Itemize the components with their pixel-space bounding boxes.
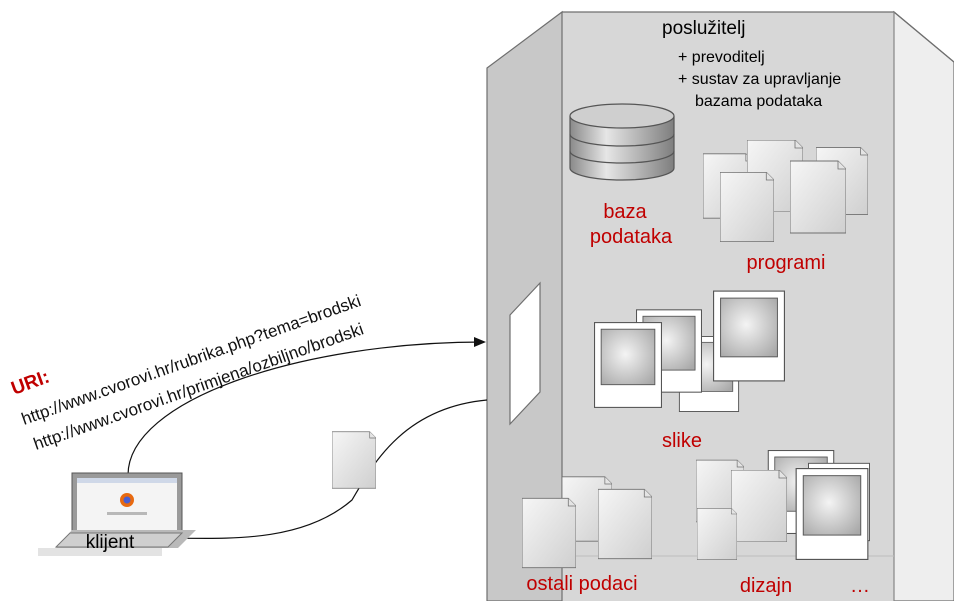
server-title: poslužitelj — [662, 18, 745, 39]
uri-heading: URI: — [9, 367, 53, 400]
server-port-window — [509, 281, 541, 426]
server-right-wall — [893, 10, 954, 601]
server-feature-2: + sustav za upravljanje — [678, 71, 841, 88]
more-items-ellipsis: … — [850, 575, 870, 597]
uri-line-2: http://www.cvorovi.hr/primjena/ozbiljno/… — [31, 319, 366, 453]
design-label: dizajn — [740, 575, 792, 597]
other-data-label: ostali podaci — [526, 573, 637, 595]
transit-document — [332, 431, 376, 489]
database-label-line1: baza — [603, 201, 647, 223]
client-laptop — [38, 472, 196, 556]
client-label: klijent — [86, 532, 135, 553]
laptop-base — [54, 532, 184, 548]
database-label-line2: podataka — [590, 226, 673, 248]
images-label: slike — [662, 430, 702, 452]
programs-label: programi — [747, 252, 826, 274]
response-arrow — [160, 399, 488, 544]
server-feature-3: bazama podataka — [695, 93, 822, 110]
server-feature-1: + prevoditelj — [678, 49, 765, 66]
database-icon — [569, 103, 675, 181]
request-arrow — [127, 337, 486, 476]
